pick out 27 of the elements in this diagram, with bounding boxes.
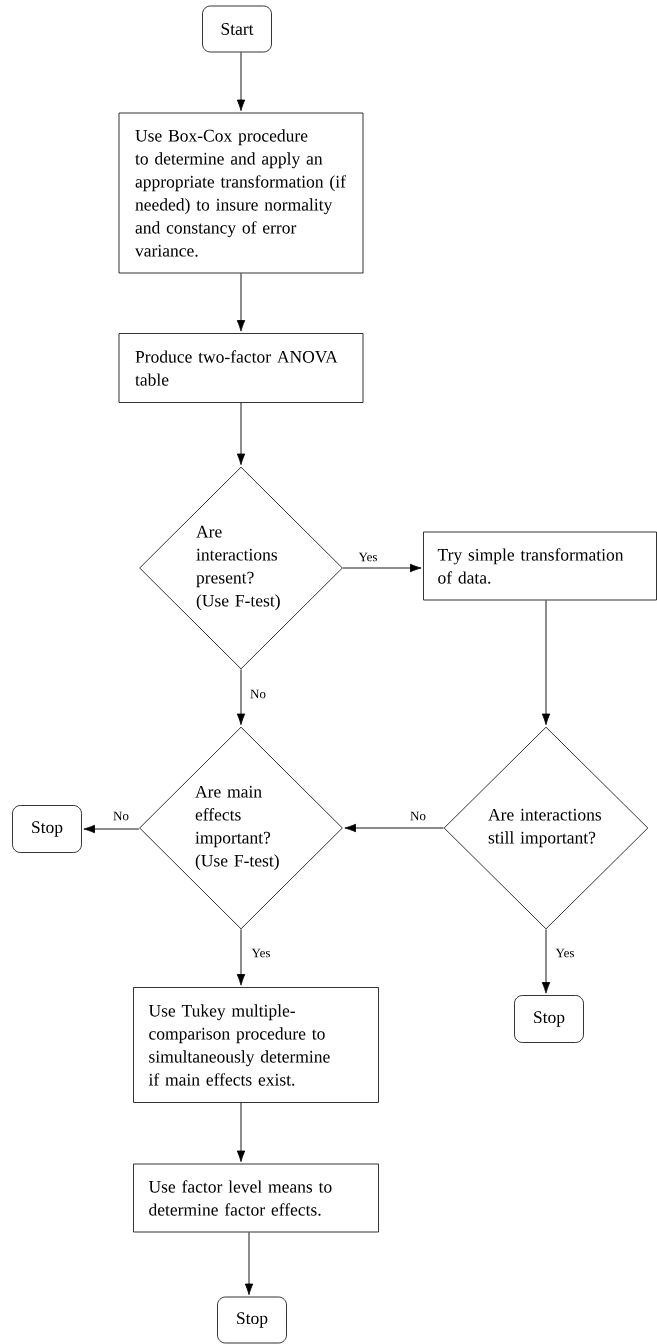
arrow <box>342 563 422 573</box>
arrow <box>344 823 445 833</box>
terminal-box: Stop <box>12 805 82 853</box>
arrow <box>236 272 246 332</box>
terminal-box: Stop <box>217 1296 287 1344</box>
edge-label: Yes <box>554 947 576 959</box>
terminal-box: Stop <box>514 995 584 1043</box>
arrow <box>541 599 551 726</box>
edge-label: No <box>409 810 427 822</box>
edge-label: No <box>249 688 267 700</box>
process-box: Try simple transformation of data. <box>423 531 657 601</box>
process-box: Use Box-Cox procedure to determine and apply an appropriate transformation (if needed) to insure normality and constancy of error variance. <box>118 112 364 274</box>
process-box: Use factor level means to determine factor effects. <box>133 1163 379 1233</box>
process-box: Produce two-factor ANOVA table <box>118 333 364 403</box>
terminal-box: Start <box>202 5 272 53</box>
arrow <box>236 668 246 726</box>
arrow <box>541 928 551 994</box>
arrow <box>244 1231 254 1296</box>
edge-label: No <box>112 810 130 822</box>
arrow <box>236 1102 246 1163</box>
arrow <box>236 928 246 986</box>
process-box: Use Tukey multiple-comparison procedure to simultaneously determine if main effects exist. <box>133 987 379 1103</box>
arrow <box>236 51 246 112</box>
edge-label: Yes <box>250 947 272 959</box>
arrow <box>83 824 140 834</box>
edge-label: Yes <box>357 551 379 563</box>
arrow <box>236 402 246 466</box>
